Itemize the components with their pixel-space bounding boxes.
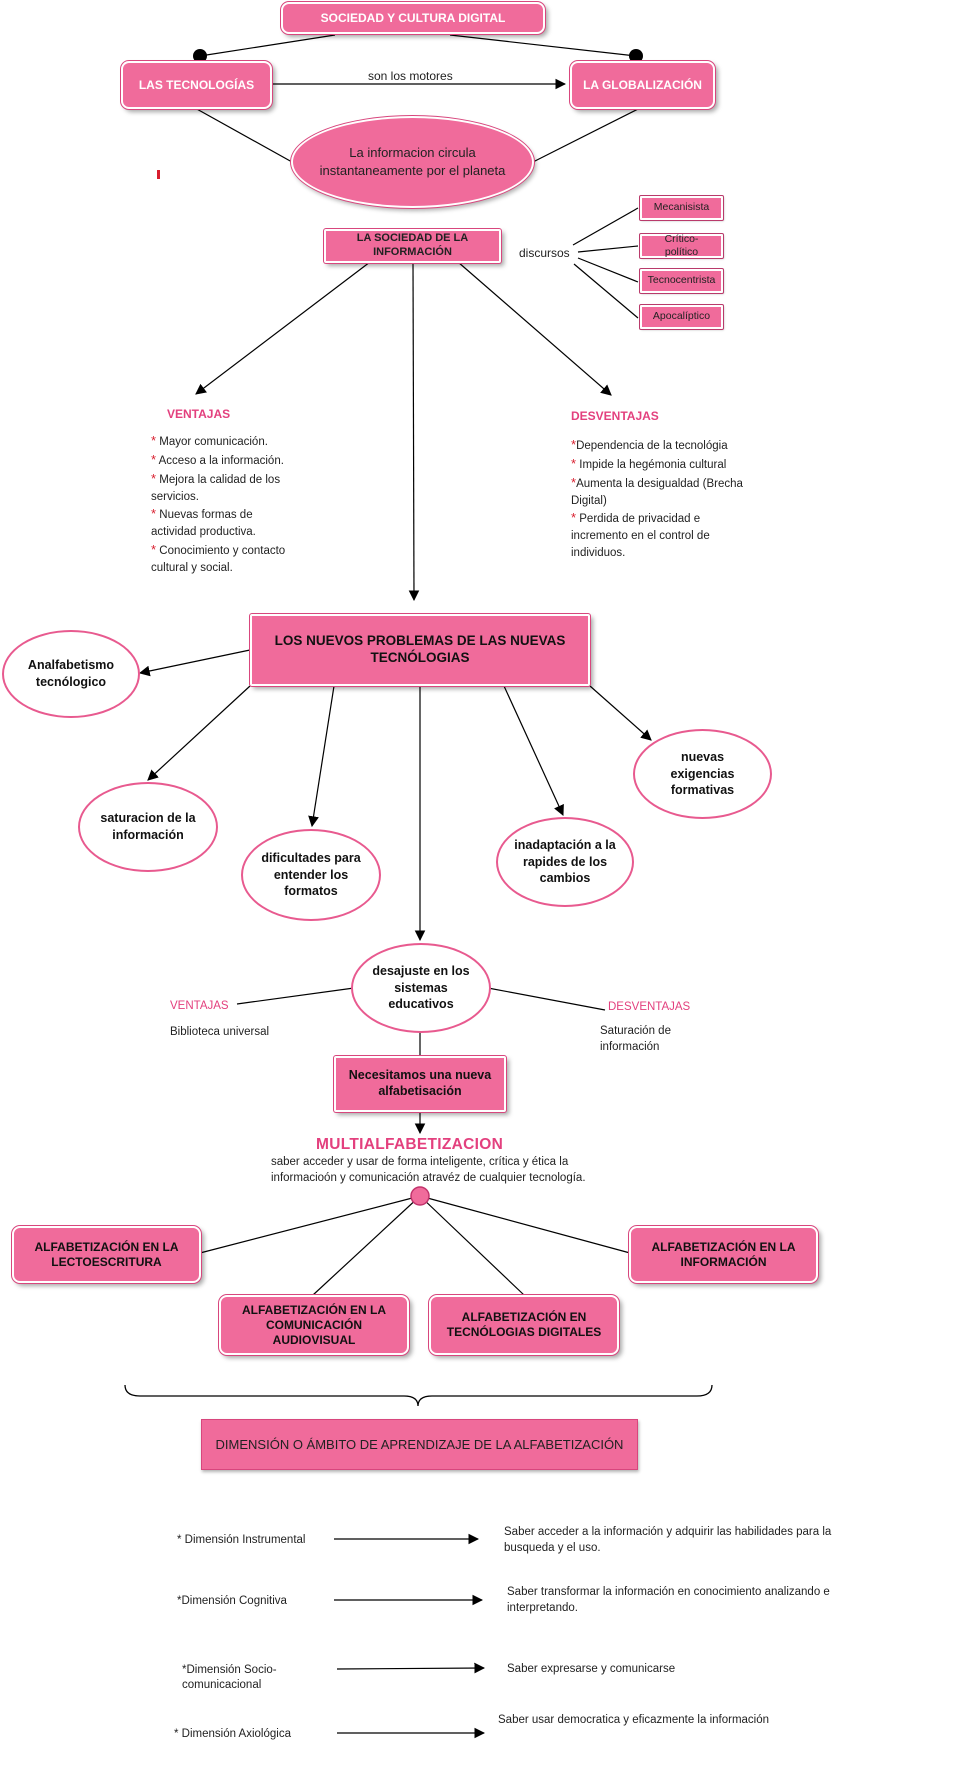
advantage-item: * Mayor comunicación.	[151, 433, 268, 448]
info-circulates-node: La informacion circula instantaneamente …	[291, 116, 534, 208]
disadvantages-list: *Dependencia de la tecnológia * Impide l…	[571, 436, 751, 561]
advantage-item: * Acceso a la información.	[151, 451, 284, 467]
illiteracy-node: Analfabetismo tecnólogico	[2, 630, 140, 718]
mismatch-advantages-text: Biblioteca universal	[170, 1026, 270, 1038]
advantage-item: * Nuevas formas de actividad productiva.	[151, 506, 256, 539]
literacy-information: ALFABETIZACIÓN EN LA INFORMACIÓN	[629, 1226, 818, 1283]
new-literacy-node: Necesitamos una nueva alfabetisación	[334, 1056, 506, 1112]
disadvantage-item: * Impide la hegémonia cultural	[571, 455, 727, 471]
literacy-audiovisual: ALFABETIZACIÓN EN LA COMUNICACIÓN AUDIOV…	[219, 1295, 409, 1355]
dimension-description: Saber acceder a la información y adquiri…	[504, 1526, 832, 1554]
multiliteracy-title: MULTIALFABETIZACION	[316, 1136, 504, 1153]
discourse-critico-politico: Crítico-político	[640, 233, 723, 258]
discourses-label: discursos	[519, 246, 570, 260]
technologies-node: LAS TECNOLOGÍAS	[121, 61, 272, 109]
mismatch-node: desajuste en los sistemas educativos	[351, 943, 491, 1033]
multiliteracy-description: saber acceder y usar de forma inteligent…	[271, 1156, 586, 1185]
mismatch-disadvantages-text: Saturación de información	[600, 1025, 671, 1053]
dimension-banner: DIMENSIÓN O ÁMBITO DE APRENDIZAJE DE LA …	[201, 1419, 638, 1470]
advantage-item: * Conocimiento y contacto cultural y soc…	[151, 541, 286, 574]
dimension-description: Saber transformar la información en cono…	[507, 1586, 830, 1614]
disadvantage-item: *Aumenta la desigualdad (Brecha Digital)	[571, 474, 743, 507]
disadvantage-item: *Dependencia de la tecnológia	[571, 437, 728, 452]
advantage-item: * Mejora la calidad de los servicios.	[151, 470, 281, 503]
dimension-label: * Dimensión Axiológica	[174, 1728, 291, 1740]
literacy-digital: ALFABETIZACIÓN EN TECNÓLOGIAS DIGITALES	[429, 1295, 619, 1355]
difficulties-node: dificultades para entender los formatos	[241, 829, 381, 921]
advantages-title: VENTAJAS	[167, 407, 231, 421]
advantages-list: * Mayor comunicación. * Acceso a la info…	[151, 432, 301, 576]
disadvantage-item: * Perdida de privacidad e incremento en …	[571, 510, 710, 559]
motors-label: son los motores	[368, 69, 453, 83]
mismatch-disadvantages-title: DESVENTAJAS	[608, 1001, 691, 1013]
new-problems-node: LOS NUEVOS PROBLEMAS DE LAS NUEVAS TECNÓ…	[250, 614, 590, 686]
globalization-node: LA GLOBALIZACIÓN	[570, 61, 715, 109]
mismatch-advantages-title: VENTAJAS	[170, 1000, 229, 1012]
saturation-node: saturacion de la información	[78, 782, 218, 872]
literacy-reading-writing: ALFABETIZACIÓN EN LA LECTOESCRITURA	[12, 1226, 201, 1283]
title-node: SOCIEDAD Y CULTURA DIGITAL	[281, 2, 545, 34]
dimension-label: * Dimensión Instrumental	[177, 1534, 306, 1546]
info-society-node: LA SOCIEDAD DE LA INFORMACIÓN	[324, 229, 501, 263]
dimension-label: *Dimensión Socio-comunicacional	[182, 1664, 277, 1691]
dimension-description: Saber expresarse y comunicarse	[507, 1663, 676, 1675]
dimension-label: *Dimensión Cognitiva	[177, 1595, 287, 1607]
discourse-apocaliptico: Apocalíptico	[640, 305, 723, 329]
disadvantages-title: DESVENTAJAS	[571, 409, 659, 423]
dimension-description: Saber usar democratica y eficazmente la …	[498, 1714, 770, 1726]
inadaptation-node: inadaptación a la rapides de los cambios	[496, 817, 634, 907]
discourse-tecnocentrista: Tecnocentrista	[640, 269, 723, 293]
discourse-mecanisista: Mecanisista	[640, 196, 723, 220]
new-demands-node: nuevas exigencias formativas	[633, 729, 772, 819]
